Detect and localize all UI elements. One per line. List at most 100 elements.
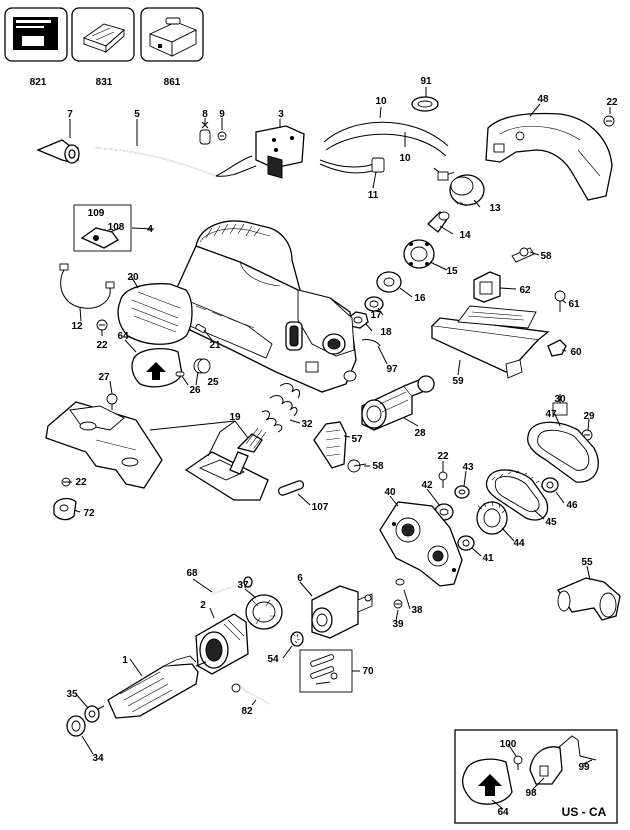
callout-68: 68: [186, 568, 198, 579]
callout-37: 37: [237, 580, 249, 591]
callout-15: 15: [446, 266, 458, 277]
callout-40: 40: [384, 487, 396, 498]
callout-98: 98: [525, 788, 537, 799]
callout-41: 41: [482, 553, 494, 564]
callout-4: 4: [147, 224, 153, 235]
callout-34: 34: [92, 753, 104, 764]
callout-42: 42: [421, 480, 433, 491]
screw-61-part: [554, 290, 566, 312]
cord-clamp-screws: [199, 121, 227, 145]
callout-60: 60: [570, 347, 582, 358]
power-cord-part: [93, 147, 257, 177]
callout-45: 45: [545, 517, 557, 528]
callout-62: 62: [519, 285, 531, 296]
callout-10a: 10: [375, 96, 387, 107]
motor-housing-6: [311, 585, 373, 639]
accessory-case-box: [140, 7, 204, 62]
callout-64b: 64: [497, 807, 509, 818]
callout-16: 16: [414, 293, 426, 304]
clip-72-part: [53, 497, 77, 521]
callout-38: 38: [411, 605, 423, 616]
callout-7: 7: [67, 109, 73, 120]
screw-22-left: [96, 319, 108, 331]
callout-1: 1: [122, 655, 128, 666]
accessory-blade-pack-box: [71, 7, 135, 62]
callout-58a: 58: [540, 251, 552, 262]
callout-100: 100: [500, 739, 517, 750]
bearing-54-part: [290, 631, 304, 647]
callout-44: 44: [513, 538, 525, 549]
bearing-41-part: [457, 535, 475, 551]
callout-61: 61: [568, 299, 580, 310]
armature-1: [95, 655, 207, 719]
callout-2: 2: [200, 600, 206, 611]
bracket-62-part: [473, 271, 501, 303]
callout-91: 91: [420, 76, 432, 87]
drive-belt-47: [526, 421, 599, 483]
callout-107: 107: [312, 502, 329, 513]
callout-20: 20: [127, 272, 139, 283]
accessory-manual-box: [4, 7, 68, 62]
callout-48: 48: [537, 94, 549, 105]
callout-25: 25: [207, 377, 219, 388]
callout-26: 26: [189, 385, 201, 396]
nut-part: [376, 271, 402, 293]
side-cover-part: [131, 347, 183, 388]
callout-70: 70: [362, 666, 374, 677]
callout-labels: 821 831 861 91 10 10 48 22 7 5 8 9 3 11 …: [30, 76, 618, 819]
callout-29: 29: [583, 411, 595, 422]
fan-baffle-37: [245, 594, 283, 630]
callout-97: 97: [386, 364, 398, 375]
callout-55: 55: [581, 557, 593, 568]
callout-27: 27: [98, 372, 110, 383]
toothed-belt-45: [485, 469, 549, 521]
callout-32: 32: [301, 419, 313, 430]
callout-54: 54: [267, 654, 279, 665]
callout-72: 72: [83, 508, 95, 519]
callout-22a: 22: [606, 97, 618, 108]
washer-38-part: [395, 578, 405, 586]
callout-10b: 10: [399, 153, 411, 164]
callout-46: 46: [566, 500, 578, 511]
washer-part: [364, 296, 384, 312]
callout-21: 21: [209, 340, 221, 351]
bolt-68-part: [211, 576, 253, 595]
callout-9: 9: [219, 109, 225, 120]
pin-26-part: [175, 371, 185, 377]
callout-12: 12: [71, 321, 83, 332]
brush-kit-box-70: [299, 649, 353, 693]
bearing-35-part: [84, 705, 100, 723]
callout-19: 19: [229, 412, 241, 423]
gear-housing-part: [379, 501, 463, 587]
planer-housing: [175, 220, 357, 393]
callout-22c: 22: [437, 451, 449, 462]
spring-25-part: [193, 358, 211, 374]
callout-861: 861: [164, 77, 181, 88]
callout-14: 14: [459, 230, 471, 241]
strain-relief-part: [36, 139, 80, 164]
adjusting-gear-part: [403, 239, 435, 269]
nut-46-part: [541, 477, 559, 493]
callout-13: 13: [489, 203, 501, 214]
rear-shoe-part: [45, 401, 163, 489]
callout-3: 3: [278, 109, 284, 120]
front-shoe-part: [184, 451, 269, 501]
wrench-82: [231, 683, 271, 705]
callout-35: 35: [66, 689, 78, 700]
callout-47: 47: [545, 409, 557, 420]
callout-8: 8: [202, 109, 208, 120]
callout-99: 99: [578, 762, 590, 773]
callout-58b: 58: [372, 461, 384, 472]
screw-22-top-right: [603, 115, 615, 127]
us-ca-inset-box: [454, 729, 618, 824]
depth-knob-part: [449, 174, 485, 207]
pin-107-part: [277, 480, 305, 496]
callout-22b: 22: [96, 340, 108, 351]
belt-cover-part: [117, 283, 193, 345]
pulley-44-part: [476, 501, 508, 535]
clip-60-part: [547, 339, 567, 357]
depth-guide-part: [313, 421, 347, 469]
bearing-34-part: [66, 715, 86, 737]
bracket-4-box: [73, 204, 132, 252]
